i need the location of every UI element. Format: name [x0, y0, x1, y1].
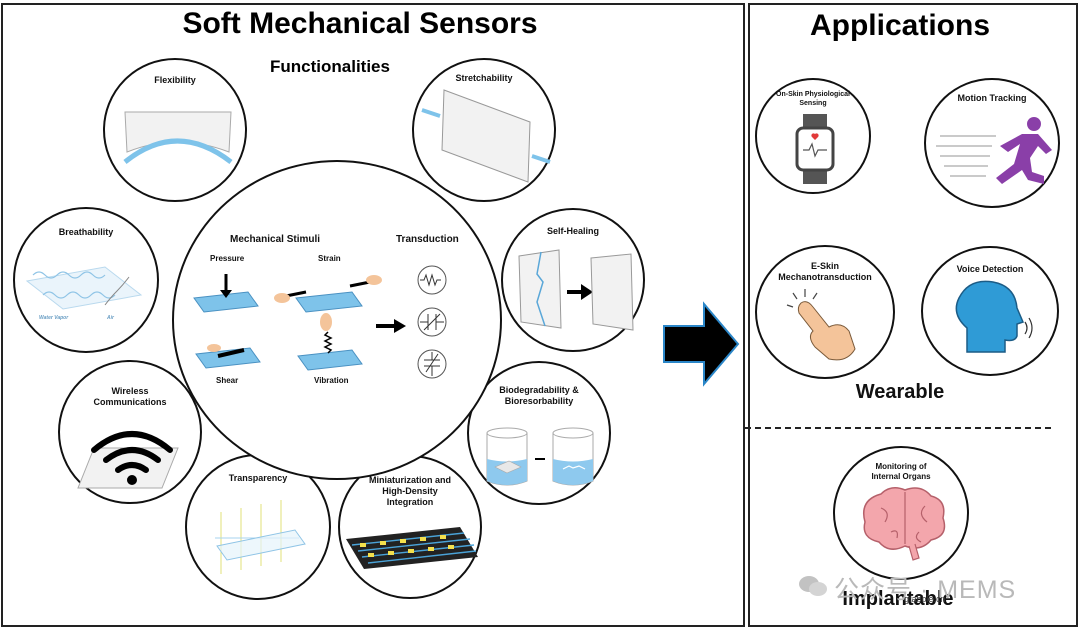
center-circle: Mechanical Stimuli Transduction Pressure…	[172, 160, 502, 480]
smartwatch-icon	[795, 114, 835, 184]
water-vapor-label: Water Vapor	[39, 315, 69, 321]
sensor-array-icon	[346, 527, 478, 569]
motion-tracking-circle: Motion Tracking	[924, 78, 1060, 208]
breathability-circle: Breathability Water Vapor Air	[13, 207, 159, 353]
functionalities-subtitle: Functionalities	[270, 57, 390, 76]
breathable-film-icon	[25, 266, 143, 310]
left-panel-frame	[1, 3, 745, 627]
transparency-label: Transparency	[228, 473, 288, 483]
biodegradability-circle: Biodegradability & Bioresorbability	[467, 361, 611, 505]
flexibility-label: Flexibility	[154, 75, 196, 85]
stretched-film-icon	[421, 89, 551, 183]
section-divider	[745, 427, 1051, 429]
mechanical-stimuli-illustration	[193, 265, 447, 379]
biodegradability-label: Biodegradability & Bioresorbability	[499, 385, 579, 406]
transparency-circle: Transparency	[185, 454, 331, 600]
wearable-label: Wearable	[855, 381, 945, 403]
e-skin-circle: E-Skin Mechanotransduction	[755, 245, 895, 379]
internal-organs-circle: Monitoring of Internal Organs	[833, 446, 969, 580]
watermark-text: 公众号 · MEMS	[834, 576, 1017, 604]
self-healing-label: Self-Healing	[546, 226, 599, 236]
wireless-communications-label: Wireless Communications	[93, 386, 167, 407]
voice-detection-label: Voice Detection	[956, 264, 1024, 274]
runner-icon	[936, 117, 1052, 184]
voice-detection-circle: Voice Detection	[921, 246, 1059, 376]
miniaturization-circle: Miniaturization and High-Density Integra…	[338, 455, 482, 599]
mechanical-stimuli-title: Mechanical Stimuli	[230, 234, 321, 245]
stretchability-circle: Stretchability	[412, 58, 556, 202]
strain-label: Strain	[318, 254, 341, 263]
stretchability-label: Stretchability	[455, 73, 513, 83]
applications-title: Applications	[809, 9, 990, 42]
on-skin-circle: On-Skin Physiological Sensing	[755, 78, 871, 194]
transparent-film-icon	[215, 500, 306, 574]
self-healing-circle: Self-Healing	[501, 208, 645, 352]
brain-icon	[863, 487, 946, 561]
wechat-logo-icon	[799, 576, 827, 596]
wifi-icon	[77, 431, 179, 489]
transduction-title: Transduction	[396, 234, 459, 245]
wireless-communications-circle: Wireless Communications	[58, 360, 202, 504]
on-skin-label: On-Skin Physiological Sensing	[776, 91, 850, 107]
shear-label: Shear	[216, 376, 239, 385]
motion-tracking-label: Motion Tracking	[957, 93, 1027, 103]
breathability-label: Breathability	[58, 227, 114, 237]
right-panel-frame	[748, 3, 1078, 627]
miniaturization-label: Miniaturization and High-Density Integra…	[369, 475, 451, 507]
flexibility-circle: Flexibility	[103, 58, 247, 202]
dissolving-beakers-icon	[486, 427, 594, 486]
left-panel-title: Soft Mechanical Sensors	[182, 7, 538, 40]
head-profile-icon	[955, 280, 1033, 353]
flexible-film-icon	[123, 111, 233, 164]
air-label: Air	[107, 315, 114, 321]
implantable-label: Implantable	[842, 588, 954, 610]
vibration-label: Vibration	[314, 376, 349, 385]
pointing-hand-icon	[786, 289, 856, 361]
e-skin-label: E-Skin Mechanotransduction	[778, 261, 872, 282]
internal-organs-label: Monitoring of Internal Organs	[871, 462, 931, 481]
pressure-label: Pressure	[210, 254, 245, 263]
self-healing-film-icon	[518, 249, 634, 331]
big-arrow-icon	[663, 301, 740, 387]
watermark-site: gtabble.cn	[904, 594, 946, 604]
